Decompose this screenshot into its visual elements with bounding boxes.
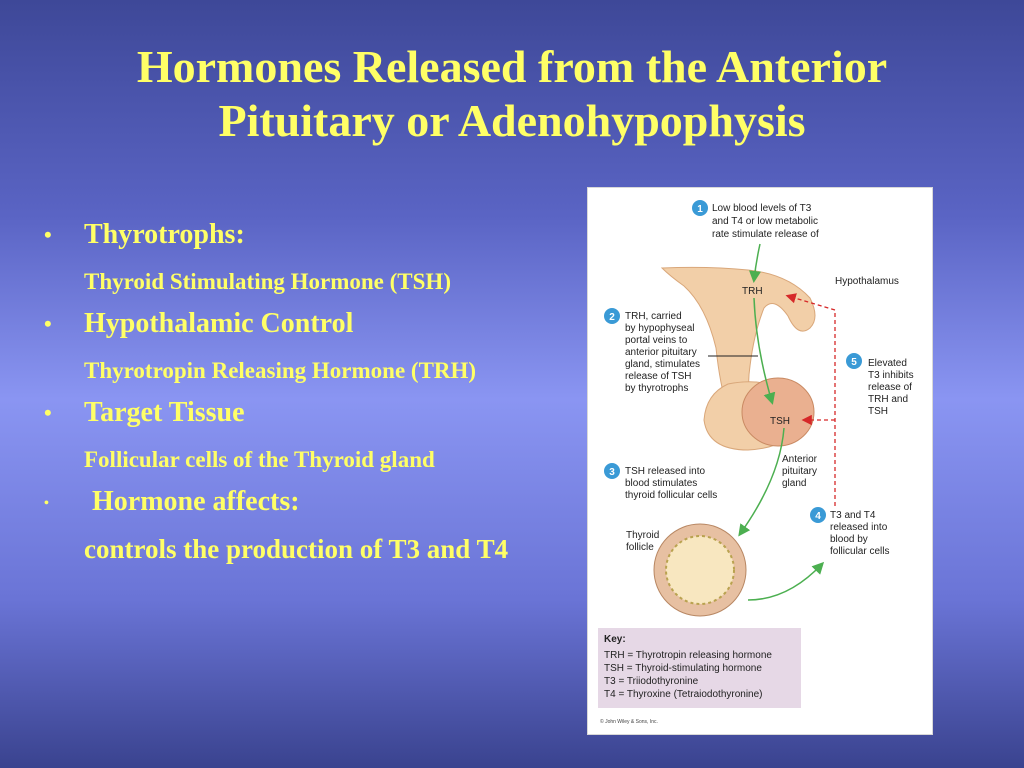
title-line-1: Hormones Released from the Anterior [136,41,888,92]
step-3-line: blood stimulates [625,478,697,489]
step-4-line: follicular cells [830,546,889,557]
step-1-circle [692,200,708,216]
diagram-svg: 1 2 3 4 5 Low blood levels of T3 and T4 … [598,200,914,725]
step-5-line: release of [868,382,912,393]
step-5-line: TRH and [868,394,908,405]
key-line: T3 = Triiodothyronine [604,676,699,687]
hypothalamus-shape [660,266,816,411]
anterior-pituitary-label: gland [782,478,806,489]
step-4-line: released into [830,522,888,533]
bullet-heading: Hypothalamic Control [84,308,354,339]
key-title: Key: [604,634,626,645]
step-1-line: Low blood levels of T3 [712,203,812,214]
step-4-circle [810,507,826,523]
step-2-circle [604,308,620,324]
bullet-detail: Follicular cells of the Thyroid gland [84,447,435,472]
thyroid-follicle-label: Thyroid [626,530,659,541]
step-5-line: Elevated [868,358,907,369]
bullet-dot-icon: • [44,222,52,247]
anterior-pituitary-label: pituitary [782,466,817,477]
step-5-line: T3 inhibits [868,370,914,381]
feedback-dashed-line [785,293,836,506]
step-4-line: T3 and T4 [830,510,876,521]
key-line: TRH = Thyrotropin releasing hormone [604,650,772,661]
step-5-circle [846,353,862,369]
key-line: T4 = Thyroxine (Tetraiodothyronine) [604,689,763,700]
step-4-line: blood by [830,534,868,545]
step-2-line: release of TSH [625,371,692,382]
step-2-line: portal veins to [625,335,688,346]
bullet-detail: Thyrotropin Releasing Hormone (TRH) [84,358,477,383]
step-2-number: 2 [609,312,615,323]
arrow-to-trh [749,243,761,283]
step-1-line: and T4 or low metabolic [712,216,818,227]
bullet-dot-icon: • [44,400,52,425]
step-4-number: 4 [815,511,821,522]
tsh-lobe-shape [741,377,815,447]
bullet-item: • Thyrotrophs: Thyroid Stimulating Hormon… [44,218,514,297]
bullet-item: • Hormone affects: controls the productio… [44,485,514,568]
bullet-heading: Target Tissue [84,397,245,428]
bullet-item: • Target Tissue Follicular cells of the T… [44,396,514,475]
step-5-number: 5 [851,357,857,368]
step-1-line: rate stimulate release of [712,229,819,240]
step-2-line: by hypophyseal [625,323,695,334]
bullet-detail: Thyroid Stimulating Hormone (TSH) [84,269,451,294]
bullet-list: • Thyrotrophs: Thyroid Stimulating Hormon… [44,218,514,578]
step-2-line: TRH, carried [625,311,682,322]
trh-label: TRH [742,286,763,297]
key-line: TSH = Thyroid-stimulating hormone [604,663,762,674]
bullet-detail: controls the production of T3 and T4 [84,534,509,564]
thyroid-axis-diagram: 1 2 3 4 5 Low blood levels of T3 and T4 … [587,187,933,735]
slide-title: Hormones Released from the Anterior Pitu… [0,40,1024,148]
step-5-line: TSH [868,406,888,417]
thyroid-follicle-colloid [665,535,735,605]
bullet-heading: Thyrotrophs: [84,219,245,250]
arrow-tsh-to-thyroid [738,427,785,537]
title-line-2: Pituitary or Adenohypophysis [218,95,806,146]
tsh-label: TSH [770,416,790,427]
bullet-item: • Hypothalamic Control Thyrotropin Releas… [44,307,514,386]
thyroid-follicle-label: follicle [626,542,654,553]
hypothalamus-label: Hypothalamus [835,276,899,287]
bullet-dot-icon: • [44,496,49,511]
bullet-dot-icon: • [44,311,52,336]
bullet-heading: Hormone affects: [92,486,300,517]
step-2-line: by thyrotrophs [625,383,688,394]
step-3-circle [604,463,620,479]
step-1-number: 1 [697,204,703,215]
step-3-line: thyroid follicular cells [625,490,717,501]
step-3-line: TSH released into [625,466,705,477]
step-3-number: 3 [609,467,615,478]
anterior-pituitary-label: Anterior [782,454,818,465]
copyright-text: © John Wiley & Sons, Inc. [600,718,658,725]
arrow-thyroid-out [747,561,825,601]
step-2-line: anterior pituitary [625,347,697,358]
key-box [598,628,801,708]
step-2-line: gland, stimulates [625,359,700,370]
arrow-trh-to-tsh [753,297,776,405]
